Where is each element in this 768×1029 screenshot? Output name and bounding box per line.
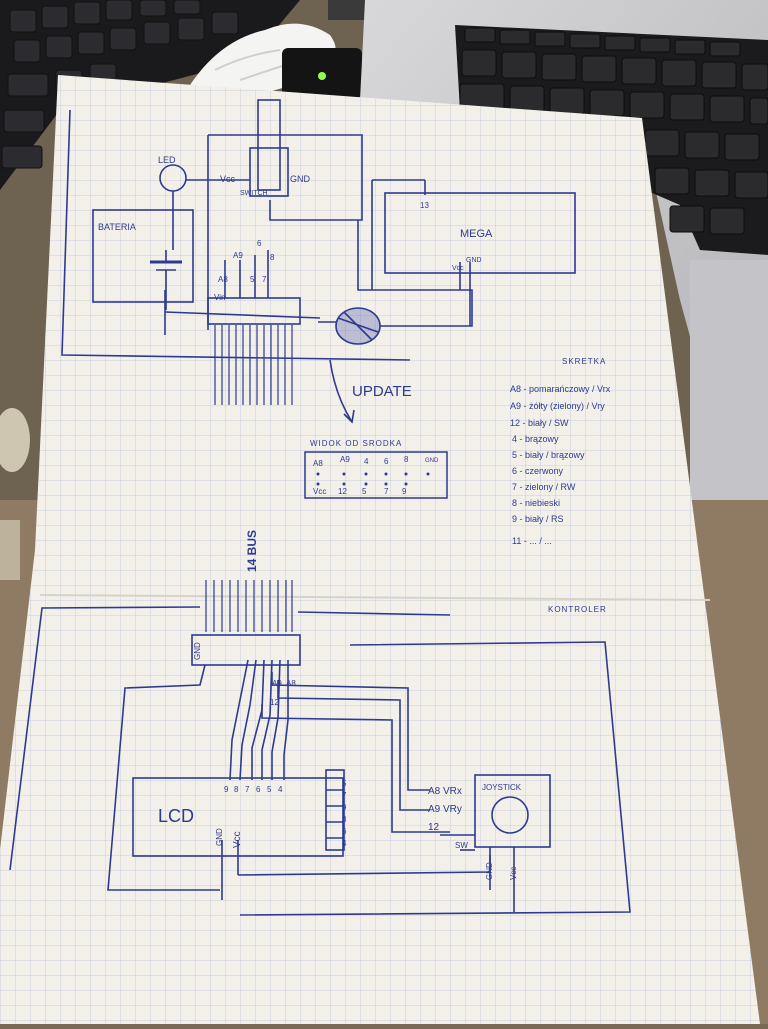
side-view: WIDOK OD SRODKA A8 A9 4 6 8 GND Vcc 12 5… bbox=[304, 439, 448, 499]
bus-label: 14 BUS bbox=[245, 530, 259, 572]
mega-label: MEGA bbox=[460, 228, 493, 240]
lcd-side-pin-1: 7 bbox=[342, 791, 347, 800]
pin-label-a8: A8 bbox=[218, 275, 228, 284]
pin-a8-label: A8 bbox=[286, 679, 296, 688]
pin12-label: 12 bbox=[270, 698, 279, 707]
bottom-diagram-labels: GND 12 A9 A8 LCD GND Vcc 9 8 7 6 5 4 5 7… bbox=[158, 642, 522, 880]
lcd-vcc: Vcc bbox=[232, 831, 243, 848]
side-top-3: 6 bbox=[384, 457, 389, 466]
controller-label: KONTROLER bbox=[548, 605, 607, 614]
lcd-gnd: GND bbox=[215, 828, 224, 846]
side-bottom-4: 9 bbox=[402, 487, 407, 496]
joy-a8-label: A8 VRx bbox=[428, 786, 462, 797]
side-bottom-1: 12 bbox=[338, 487, 347, 496]
side-bottom-0: Vcc bbox=[313, 487, 326, 496]
switch-label: SWITCH bbox=[240, 190, 268, 197]
gnd-label: GND bbox=[193, 642, 202, 660]
legend-row-4: 5 - biały / brązowy bbox=[512, 450, 585, 460]
lcd-pin-4: 5 bbox=[267, 785, 272, 794]
legend-row-0: A8 - pomarańczowy / Vrx bbox=[510, 384, 611, 394]
top-diagram bbox=[61, 99, 576, 424]
lcd-side-pin-4: 6 bbox=[342, 827, 347, 836]
joy-a9-label: A9 VRy bbox=[428, 804, 462, 815]
side-top-1: A9 bbox=[340, 455, 350, 464]
pin-label-6: 6 bbox=[257, 239, 262, 248]
pin-label-a9: A9 bbox=[233, 251, 243, 260]
device bbox=[282, 0, 368, 98]
side-bottom-3: 7 bbox=[384, 487, 389, 496]
joy-12-label: 12 bbox=[428, 822, 440, 833]
legend-row-7: 8 - niebieski bbox=[512, 498, 560, 508]
legend-row-2: 12 - biały / SW bbox=[510, 418, 569, 428]
legend-row-6: 7 - zielony / RW bbox=[512, 482, 576, 492]
pin-a9-label: A9 bbox=[272, 679, 282, 688]
lcd-pin-5: 4 bbox=[278, 785, 283, 794]
side-top-2: 4 bbox=[364, 457, 369, 466]
lcd-pin-2: 7 bbox=[245, 785, 250, 794]
joy-gnd-label: GND bbox=[485, 862, 494, 880]
side-bottom-2: 5 bbox=[362, 487, 367, 496]
paper-sheet bbox=[0, 75, 760, 1024]
battery-label: BATERIA bbox=[98, 222, 136, 232]
lcd-side-pin-5: 4 bbox=[342, 839, 347, 848]
external-keyboard bbox=[0, 0, 300, 190]
lcd-pin-1: 8 bbox=[234, 785, 239, 794]
update-label: UPDATE bbox=[352, 383, 412, 400]
legend-row-5: 6 - czerwony bbox=[512, 466, 564, 476]
keys bbox=[0, 408, 30, 580]
legend-row-3: 4 - brązowy bbox=[512, 434, 559, 444]
side-top-0: A8 bbox=[313, 459, 323, 468]
legend-title: SKRETKA bbox=[562, 357, 606, 366]
lcd-side-pin-2: 9 bbox=[342, 803, 347, 812]
mega-pin13: 13 bbox=[420, 201, 429, 210]
led-label: LED bbox=[158, 155, 176, 165]
lcd-pin-3: 6 bbox=[256, 785, 261, 794]
side-top-4: 8 bbox=[404, 455, 409, 464]
lcd-label: LCD bbox=[158, 806, 194, 826]
lcd-side-pin-3: 8 bbox=[342, 815, 347, 824]
lcd-pin-0: 9 bbox=[224, 785, 229, 794]
side-view-title: WIDOK OD SRODKA bbox=[310, 439, 402, 448]
pin-label-7: 7 bbox=[262, 275, 267, 284]
conn-gnd-label: GND bbox=[290, 174, 311, 184]
legend-row-8: 9 - biały / RS bbox=[512, 514, 564, 524]
legend: SKRETKA A8 - pomarańczowy / Vrx A9 - żół… bbox=[510, 357, 611, 546]
side-top-5: GND bbox=[425, 458, 439, 464]
joystick-label: JOYSTICK bbox=[482, 783, 522, 792]
joy-sw-label: SW bbox=[455, 841, 468, 850]
mega-gnd: GND bbox=[466, 257, 482, 264]
joy-vcc-label: Vcc bbox=[509, 867, 518, 880]
legend-row-1: A9 - żółty (zielony) / Vry bbox=[510, 401, 605, 411]
conn-vcc-label: Vcc bbox=[220, 174, 236, 184]
vin-label: Vin bbox=[214, 293, 225, 302]
pin-label-8: 8 bbox=[270, 253, 275, 262]
top-diagram-labels: LED BATERIA Vcc GND SWITCH MEGA 13 Vcc G… bbox=[98, 155, 493, 400]
legend-footer: 11 - ... / ... bbox=[512, 536, 552, 546]
lcd-side-pin-0: 5 bbox=[342, 779, 347, 788]
pin-label-5: 5 bbox=[250, 275, 255, 284]
bottom-diagram bbox=[9, 580, 631, 916]
mega-vcc: Vcc bbox=[452, 265, 464, 272]
